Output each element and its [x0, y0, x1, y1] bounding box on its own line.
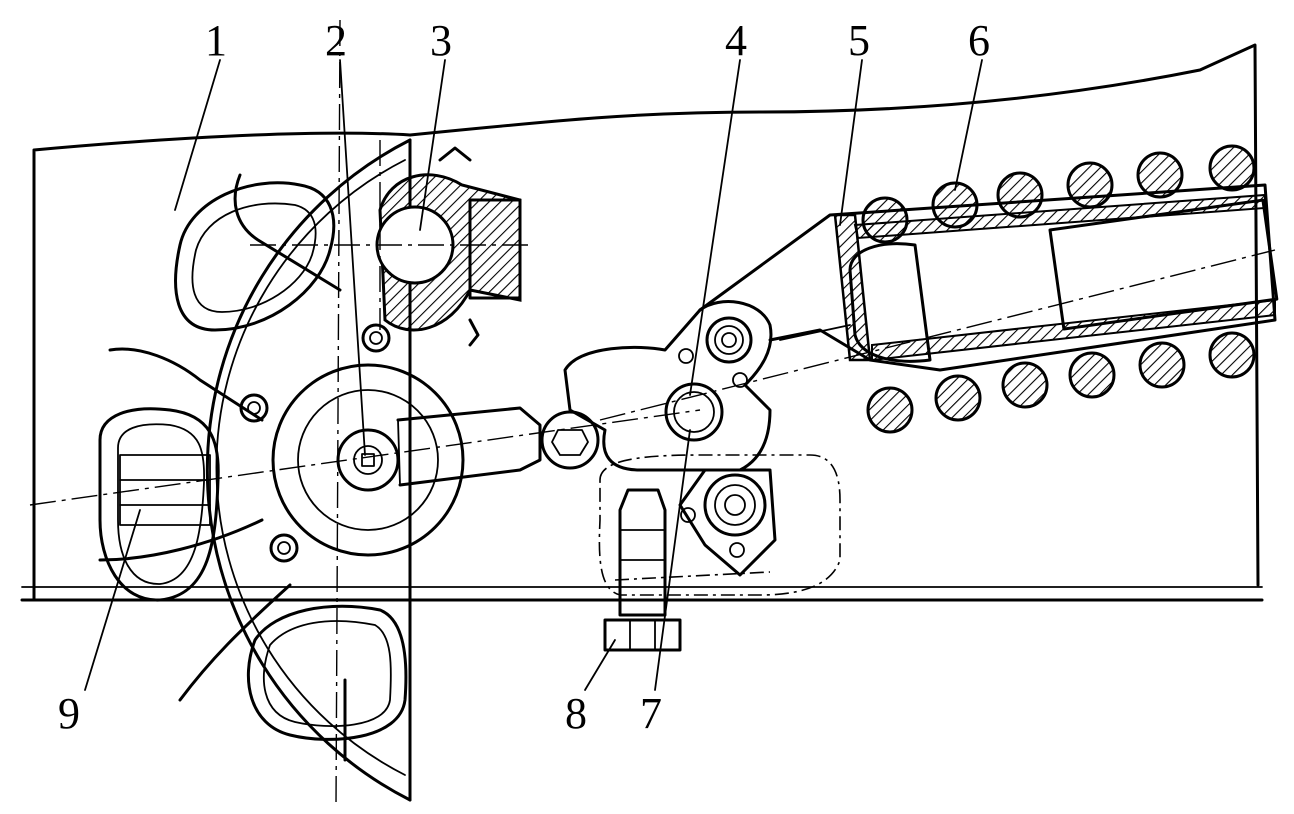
spring-strut: [698, 144, 1279, 434]
bell-crank: [563, 300, 773, 472]
wheel-hub: [98, 138, 465, 802]
frame-outline: [20, 43, 1264, 602]
crank-eccentric: [375, 146, 522, 347]
spring-coils-bottom: [866, 331, 1256, 434]
callout-2: 2: [325, 16, 347, 65]
callout-4: 4: [725, 16, 747, 65]
connecting-rod: [396, 406, 600, 487]
leader-lines: [84, 59, 983, 691]
spring-coils-top: [861, 144, 1256, 244]
callout-6: 6: [968, 16, 990, 65]
stop-bracket: [598, 454, 841, 652]
callout-8: 8: [565, 689, 587, 738]
callout-labels: 1 2 3 4 5 6 7 8 9: [58, 16, 990, 738]
callout-5: 5: [848, 16, 870, 65]
callout-7: 7: [640, 689, 662, 738]
callout-3: 3: [430, 16, 452, 65]
callout-9: 9: [58, 689, 80, 738]
callout-1: 1: [205, 16, 227, 65]
